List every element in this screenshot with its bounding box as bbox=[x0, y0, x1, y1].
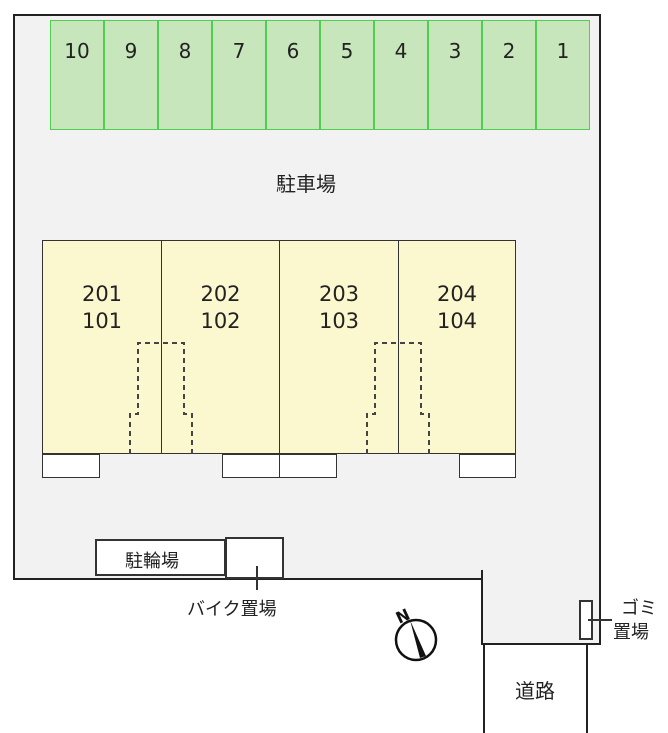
unit-lower-number: 102 bbox=[200, 309, 241, 333]
garbage-label-line2: 置場 bbox=[613, 622, 649, 643]
space-number: 8 bbox=[178, 39, 192, 63]
unit-upper-number: 202 bbox=[200, 282, 241, 306]
parking-space-5: 5 bbox=[320, 20, 374, 130]
unit-upper-number: 204 bbox=[436, 282, 478, 306]
unit-label: 203 103 bbox=[280, 281, 398, 335]
unit-lower-number: 103 bbox=[318, 309, 360, 333]
unit-lower-number: 104 bbox=[436, 309, 478, 333]
space-number: 10 bbox=[64, 39, 90, 63]
garbage-leader-line bbox=[588, 619, 612, 621]
unit-label: 204 104 bbox=[399, 281, 515, 335]
unit-upper-number: 203 bbox=[318, 282, 360, 306]
parking-space-6: 6 bbox=[266, 20, 320, 130]
parking-space-4: 4 bbox=[374, 20, 428, 130]
unit-lower-number: 101 bbox=[81, 309, 123, 333]
garbage-label: ゴミ 置場 bbox=[613, 597, 657, 645]
parking-space-7: 7 bbox=[212, 20, 266, 130]
unit-label: 201 101 bbox=[43, 281, 161, 335]
unit-label: 202 102 bbox=[162, 281, 279, 335]
bicycle-parking-label: 駐輪場 bbox=[125, 551, 179, 572]
motorcycle-parking bbox=[225, 537, 284, 579]
north-compass-icon: N bbox=[393, 605, 438, 662]
parking-space-1: 1 bbox=[536, 20, 590, 130]
porch-104 bbox=[459, 454, 516, 478]
porch-101 bbox=[42, 454, 100, 478]
space-number: 4 bbox=[394, 39, 408, 63]
space-number: 5 bbox=[340, 39, 354, 63]
unit-202-102: 202 102 bbox=[161, 240, 280, 454]
space-number: 9 bbox=[124, 39, 138, 63]
porch-103 bbox=[279, 454, 337, 478]
bicycle-parking: 駐輪場 bbox=[95, 539, 226, 576]
parking-row: 10 9 8 7 6 5 4 3 2 1 bbox=[50, 20, 590, 130]
space-number: 3 bbox=[448, 39, 462, 63]
road-area: 道路 bbox=[483, 643, 588, 733]
parking-space-3: 3 bbox=[428, 20, 482, 130]
motorcycle-leader-line bbox=[256, 566, 258, 590]
space-number: 2 bbox=[502, 39, 516, 63]
road-label: 道路 bbox=[515, 679, 555, 703]
garbage-label-line1: ゴミ bbox=[621, 598, 657, 619]
unit-upper-number: 201 bbox=[81, 282, 123, 306]
parking-space-10: 10 bbox=[50, 20, 104, 130]
motorcycle-parking-label: バイク置場 bbox=[187, 599, 277, 620]
lot-seam-mask bbox=[483, 576, 599, 584]
space-number: 1 bbox=[556, 39, 570, 63]
parking-space-2: 2 bbox=[482, 20, 536, 130]
space-number: 7 bbox=[232, 39, 246, 63]
porch-102 bbox=[222, 454, 280, 478]
unit-204-104: 204 104 bbox=[398, 240, 516, 454]
parking-space-9: 9 bbox=[104, 20, 158, 130]
space-number: 6 bbox=[286, 39, 300, 63]
unit-203-103: 203 103 bbox=[279, 240, 399, 454]
parking-lot-label: 駐車場 bbox=[276, 172, 336, 196]
parking-space-8: 8 bbox=[158, 20, 212, 130]
